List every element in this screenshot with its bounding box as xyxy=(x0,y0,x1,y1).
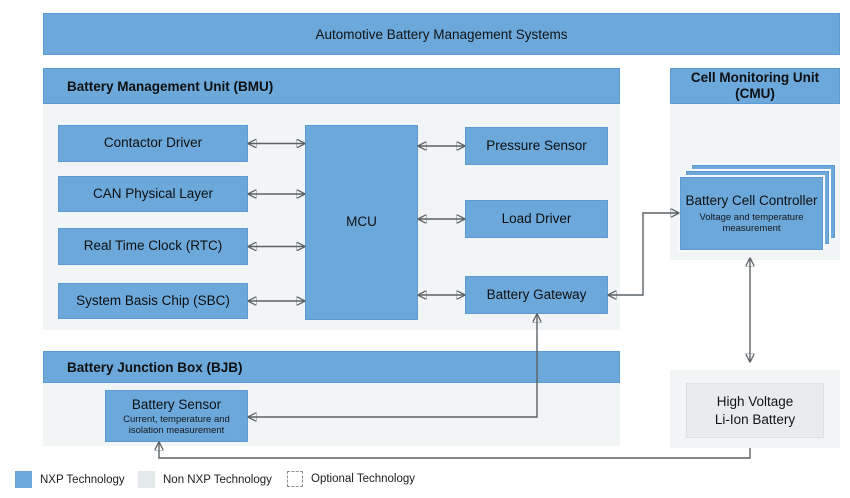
block-battery-gateway: Battery Gateway xyxy=(465,276,608,314)
optional-swatch-icon xyxy=(287,471,303,487)
legend-label-nxp: NXP Technology xyxy=(40,473,125,486)
legend-item-nxp: NXP Technology xyxy=(15,471,125,488)
hv-battery-label: High Voltage Li-Ion Battery xyxy=(715,393,795,429)
legend-label-optional: Optional Technology xyxy=(311,473,415,485)
bcc-subtitle: Voltage and temperature measurement xyxy=(699,212,804,234)
bmu-header-label: Battery Management Unit (BMU) xyxy=(67,78,274,94)
block-battery-sensor: Battery Sensor Current, temperature and … xyxy=(105,390,248,442)
cmu-header-label: Cell Monitoring Unit (CMU) xyxy=(690,70,820,101)
hv-battery-line2: Li-Ion Battery xyxy=(714,411,796,427)
block-load-driver: Load Driver xyxy=(465,200,608,238)
block-mcu: MCU xyxy=(305,125,418,320)
legend-item-non-nxp: Non NXP Technology xyxy=(138,471,272,488)
bcc-title: Battery Cell Controller xyxy=(685,193,818,208)
block-contactor-driver: Contactor Driver xyxy=(58,125,248,162)
block-can-physical-layer: CAN Physical Layer xyxy=(58,176,248,212)
sensor-title: Battery Sensor xyxy=(131,396,222,412)
block-hv-battery: High Voltage Li-Ion Battery xyxy=(686,383,824,438)
legend-item-optional: Optional Technology xyxy=(287,471,415,487)
block-battery-cell-controller: Battery Cell Controller Voltage and temp… xyxy=(678,175,825,252)
block-system-basis-chip: System Basis Chip (SBC) xyxy=(58,283,248,319)
bmu-header: Battery Management Unit (BMU) xyxy=(43,68,620,104)
legend-label-non-nxp: Non NXP Technology xyxy=(163,473,272,486)
nxp-swatch-icon xyxy=(15,471,32,488)
banner-title: Automotive Battery Management Systems xyxy=(315,26,568,42)
bjb-header: Battery Junction Box (BJB) xyxy=(43,351,620,383)
bjb-header-label: Battery Junction Box (BJB) xyxy=(67,359,243,375)
block-pressure-sensor: Pressure Sensor xyxy=(465,127,608,165)
block-real-time-clock: Real Time Clock (RTC) xyxy=(58,228,248,265)
hv-battery-line1: High Voltage xyxy=(716,393,794,409)
main-banner: Automotive Battery Management Systems xyxy=(43,13,840,55)
non-nxp-swatch-icon xyxy=(138,471,155,488)
sensor-subtitle: Current, temperature and isolation measu… xyxy=(123,413,230,436)
cmu-header: Cell Monitoring Unit (CMU) xyxy=(670,68,840,104)
